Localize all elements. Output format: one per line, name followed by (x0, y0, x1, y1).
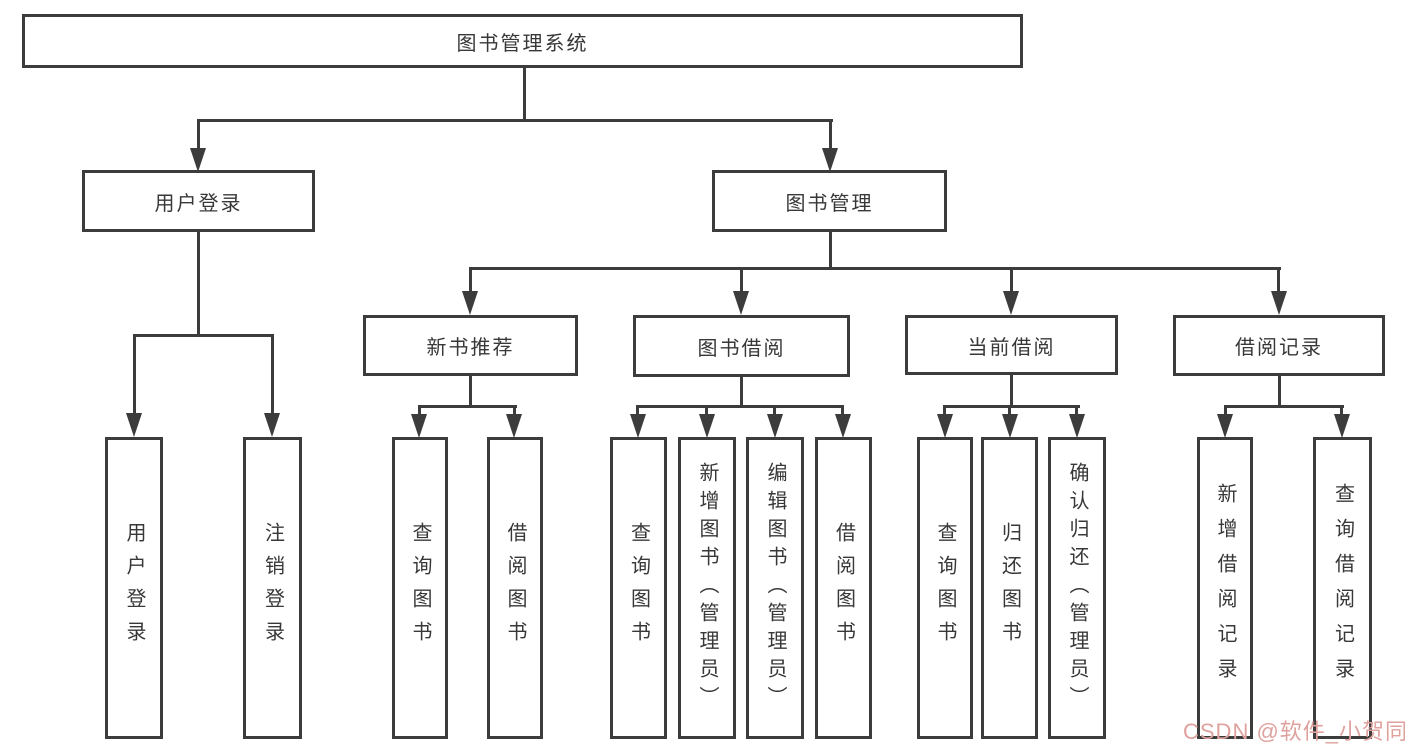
node-book-borrow: 图书借阅 (633, 315, 850, 377)
node-label: 图书借阅 (697, 337, 786, 360)
arrow-down-icon (835, 414, 851, 438)
connector-line (829, 232, 832, 269)
arrow-down-icon (1334, 414, 1350, 438)
arrow-down-icon (937, 414, 953, 438)
csdn-watermark: CSDN @软件_小贺同学 (1183, 719, 1405, 744)
arrow-down-icon (1271, 291, 1287, 315)
arrow-down-icon (822, 148, 838, 172)
leaf-edit-books-admin: 编辑图书（管理员） (746, 437, 804, 739)
connector-line (1010, 267, 1013, 293)
node-label: 查询借阅记录 (1331, 483, 1354, 693)
leaf-return-books: 归还图书 (981, 437, 1038, 739)
node-label: 新书推荐 (426, 337, 515, 359)
connector-line (418, 405, 517, 408)
connector-line (740, 267, 743, 293)
connector-line (636, 405, 639, 416)
connector-line (829, 119, 832, 151)
connector-line (943, 405, 1080, 408)
connector-line (133, 334, 136, 415)
arrow-down-icon (126, 413, 142, 437)
node-borrow-records: 借阅记录 (1173, 315, 1385, 376)
connector-line (1010, 375, 1013, 407)
node-user-login: 用户登录 (82, 170, 315, 232)
connector-line (523, 68, 526, 121)
connector-line (740, 377, 743, 407)
arrow-down-icon (506, 414, 522, 438)
leaf-add-books-admin: 新增图书（管理员） (678, 437, 736, 739)
leaf-query-books: 查询图书 (392, 437, 448, 739)
arrow-down-icon (699, 414, 715, 438)
connector-line (133, 334, 274, 337)
arrow-down-icon (733, 291, 749, 315)
node-library-system: 图书管理系统 (22, 14, 1023, 68)
connector-line (197, 119, 833, 122)
arrow-down-icon (1002, 414, 1018, 438)
node-label: 用户登录 (154, 192, 243, 215)
arrow-down-icon (462, 291, 478, 315)
node-label: 图书管理系统 (456, 32, 589, 55)
leaf-add-borrow-record: 新增借阅记录 (1197, 437, 1253, 739)
arrow-down-icon (190, 148, 206, 172)
connector-line (705, 405, 708, 416)
connector-line (636, 405, 844, 408)
connector-line (469, 267, 472, 293)
connector-line (1340, 405, 1343, 416)
connector-line (197, 119, 200, 151)
node-label: 借阅图书 (504, 522, 526, 654)
connector-line (418, 405, 421, 416)
node-label: 查询图书 (627, 522, 650, 654)
node-label: 新增借阅记录 (1214, 483, 1236, 693)
connector-line (943, 405, 946, 416)
node-label: 借阅图书 (832, 522, 855, 654)
arrow-down-icon (767, 414, 783, 438)
connector-line (1224, 405, 1227, 416)
arrow-down-icon (630, 414, 646, 438)
leaf-query-borrow-record: 查询借阅记录 (1313, 437, 1372, 739)
connector-line (197, 232, 200, 337)
node-label: 确认归还（管理员） (1066, 462, 1088, 714)
node-label: 编辑图书（管理员） (764, 462, 786, 714)
arrow-down-icon (1217, 414, 1233, 438)
connector-line (1278, 376, 1281, 407)
arrow-down-icon (1003, 291, 1019, 315)
connector-line (1277, 267, 1280, 293)
leaf-user-login: 用户登录 (105, 437, 163, 739)
connector-line (773, 405, 776, 416)
node-label: 查询图书 (409, 522, 431, 654)
leaf-borrow-books: 借阅图书 (815, 437, 872, 739)
connector-line (469, 376, 472, 407)
arrow-down-icon (1069, 414, 1085, 438)
leaf-logout: 注销登录 (243, 437, 302, 739)
connector-line (513, 405, 516, 416)
arrow-down-icon (411, 414, 427, 438)
node-label: 新增图书（管理员） (696, 462, 718, 714)
node-label: 归还图书 (998, 522, 1021, 654)
leaf-borrow-books: 借阅图书 (487, 437, 543, 739)
leaf-query-books: 查询图书 (917, 437, 973, 739)
node-new-book-recommend: 新书推荐 (363, 315, 578, 376)
node-label: 借阅记录 (1235, 337, 1323, 359)
connector-line (469, 267, 1281, 270)
node-label: 图书管理 (785, 192, 874, 215)
connector-line (1075, 405, 1078, 416)
leaf-query-books: 查询图书 (610, 437, 667, 739)
connector-line (1224, 405, 1344, 408)
connector-line (1008, 405, 1011, 416)
node-label: 当前借阅 (967, 336, 1056, 359)
leaf-confirm-return-admin: 确认归还（管理员） (1048, 437, 1106, 739)
connector-line (271, 334, 274, 415)
node-label: 注销登录 (261, 522, 284, 654)
node-label: 查询图书 (934, 522, 956, 654)
arrow-down-icon (264, 413, 280, 437)
node-current-borrow: 当前借阅 (905, 315, 1118, 375)
node-label: 用户登录 (123, 522, 145, 654)
node-book-management: 图书管理 (712, 170, 947, 232)
connector-line (841, 405, 844, 416)
